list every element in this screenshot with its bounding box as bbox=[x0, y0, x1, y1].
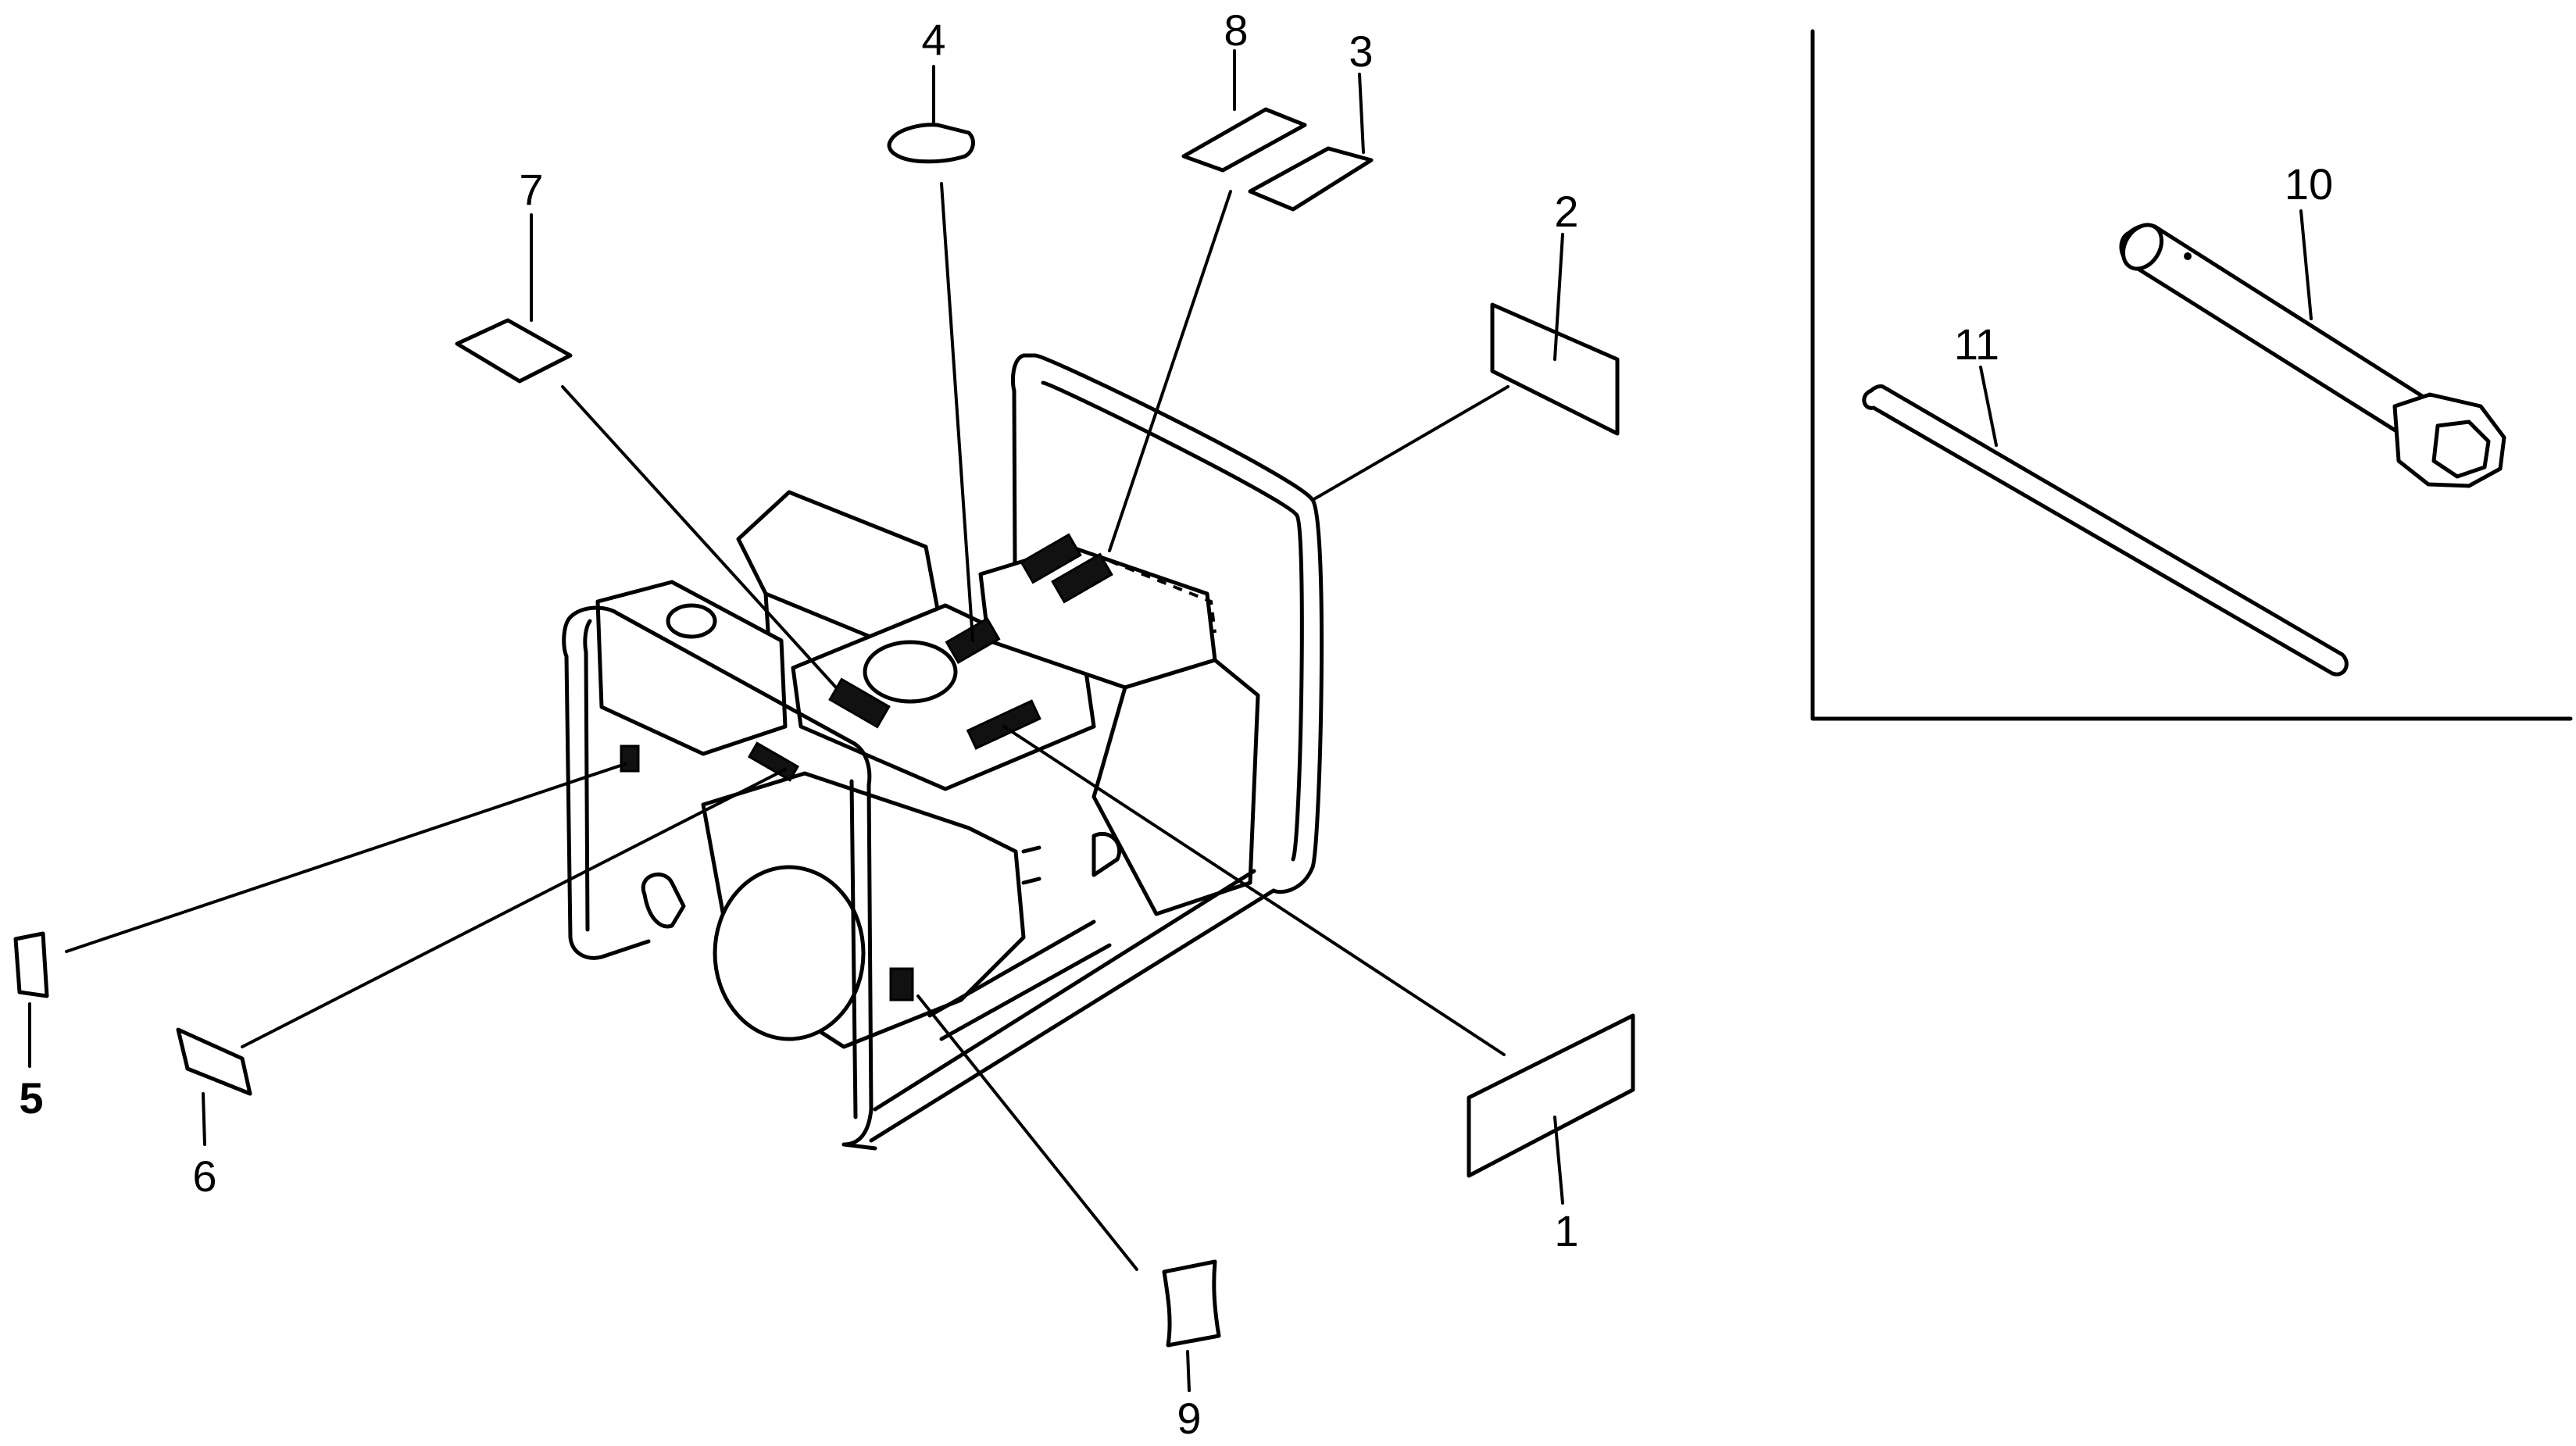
tool-inset: 10 11 bbox=[1810, 29, 2573, 721]
label-part-5: 5 bbox=[13, 762, 627, 1123]
water-pump-assembly bbox=[562, 353, 1324, 1151]
label-part-7: 7 bbox=[455, 165, 838, 689]
leader-10 bbox=[2299, 209, 2313, 320]
callout-3: 3 bbox=[1349, 27, 1373, 76]
callout-5: 5 bbox=[19, 1073, 43, 1123]
callout-4: 4 bbox=[921, 15, 945, 64]
label-part-1: 1 bbox=[1002, 725, 1635, 1255]
callout-11: 11 bbox=[1954, 320, 1999, 369]
label-part-8: 8 bbox=[1108, 5, 1307, 552]
label-part-9: 9 bbox=[916, 994, 1221, 1443]
leader-11 bbox=[1979, 366, 1998, 447]
callout-7: 7 bbox=[519, 165, 543, 214]
label-part-3: 3 bbox=[1248, 27, 1374, 212]
callout-8: 8 bbox=[1224, 5, 1248, 55]
callout-2: 2 bbox=[1554, 187, 1578, 236]
label-part-2: 2 bbox=[1311, 187, 1620, 502]
callout-1: 1 bbox=[1554, 1206, 1578, 1255]
box-spanner-part bbox=[2119, 223, 2506, 488]
tommy-bar-part bbox=[1862, 384, 2349, 677]
callout-6: 6 bbox=[192, 1151, 216, 1201]
label-part-6: 6 bbox=[176, 768, 787, 1201]
label-part-4: 4 bbox=[887, 15, 975, 642]
callout-10: 10 bbox=[2285, 159, 2333, 209]
callout-9: 9 bbox=[1177, 1394, 1201, 1443]
